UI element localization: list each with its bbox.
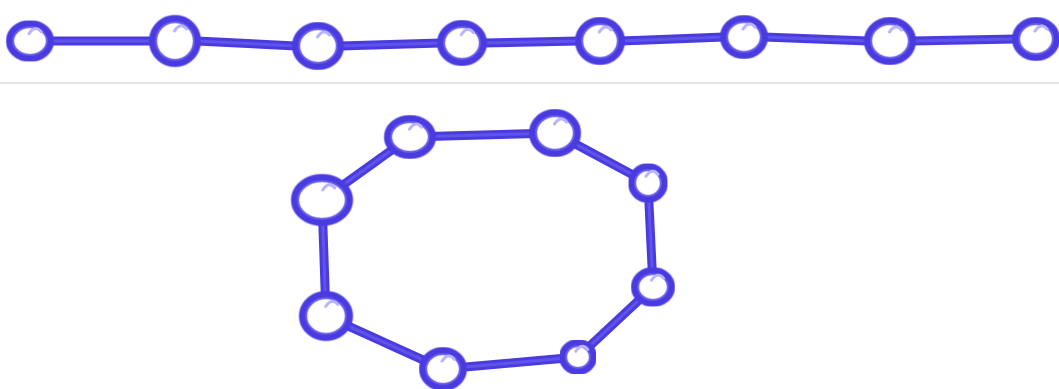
chain-link (197, 41, 296, 46)
ring-unit (423, 351, 463, 387)
chain-link (340, 43, 441, 46)
ring-unit (563, 343, 593, 371)
ring-unit (388, 119, 432, 155)
chain-link (621, 37, 724, 41)
chain-link (764, 37, 868, 41)
chain-unit (441, 24, 483, 62)
chain-unit (1016, 21, 1056, 57)
ring-unit (635, 271, 671, 303)
chain-unit (724, 19, 764, 55)
ring-unit (632, 167, 664, 199)
chain-unit (10, 24, 50, 58)
chain-unit (296, 26, 340, 66)
chain-unit (153, 19, 197, 63)
chain-link (912, 39, 1016, 41)
linear-chain (10, 19, 1056, 66)
ring-chain (295, 113, 671, 387)
chain-unit (579, 21, 621, 61)
chain-unit (868, 21, 912, 61)
ring-unit (295, 178, 349, 222)
chain-link (483, 41, 579, 43)
ring-unit (303, 295, 349, 337)
ring-unit (533, 113, 577, 153)
